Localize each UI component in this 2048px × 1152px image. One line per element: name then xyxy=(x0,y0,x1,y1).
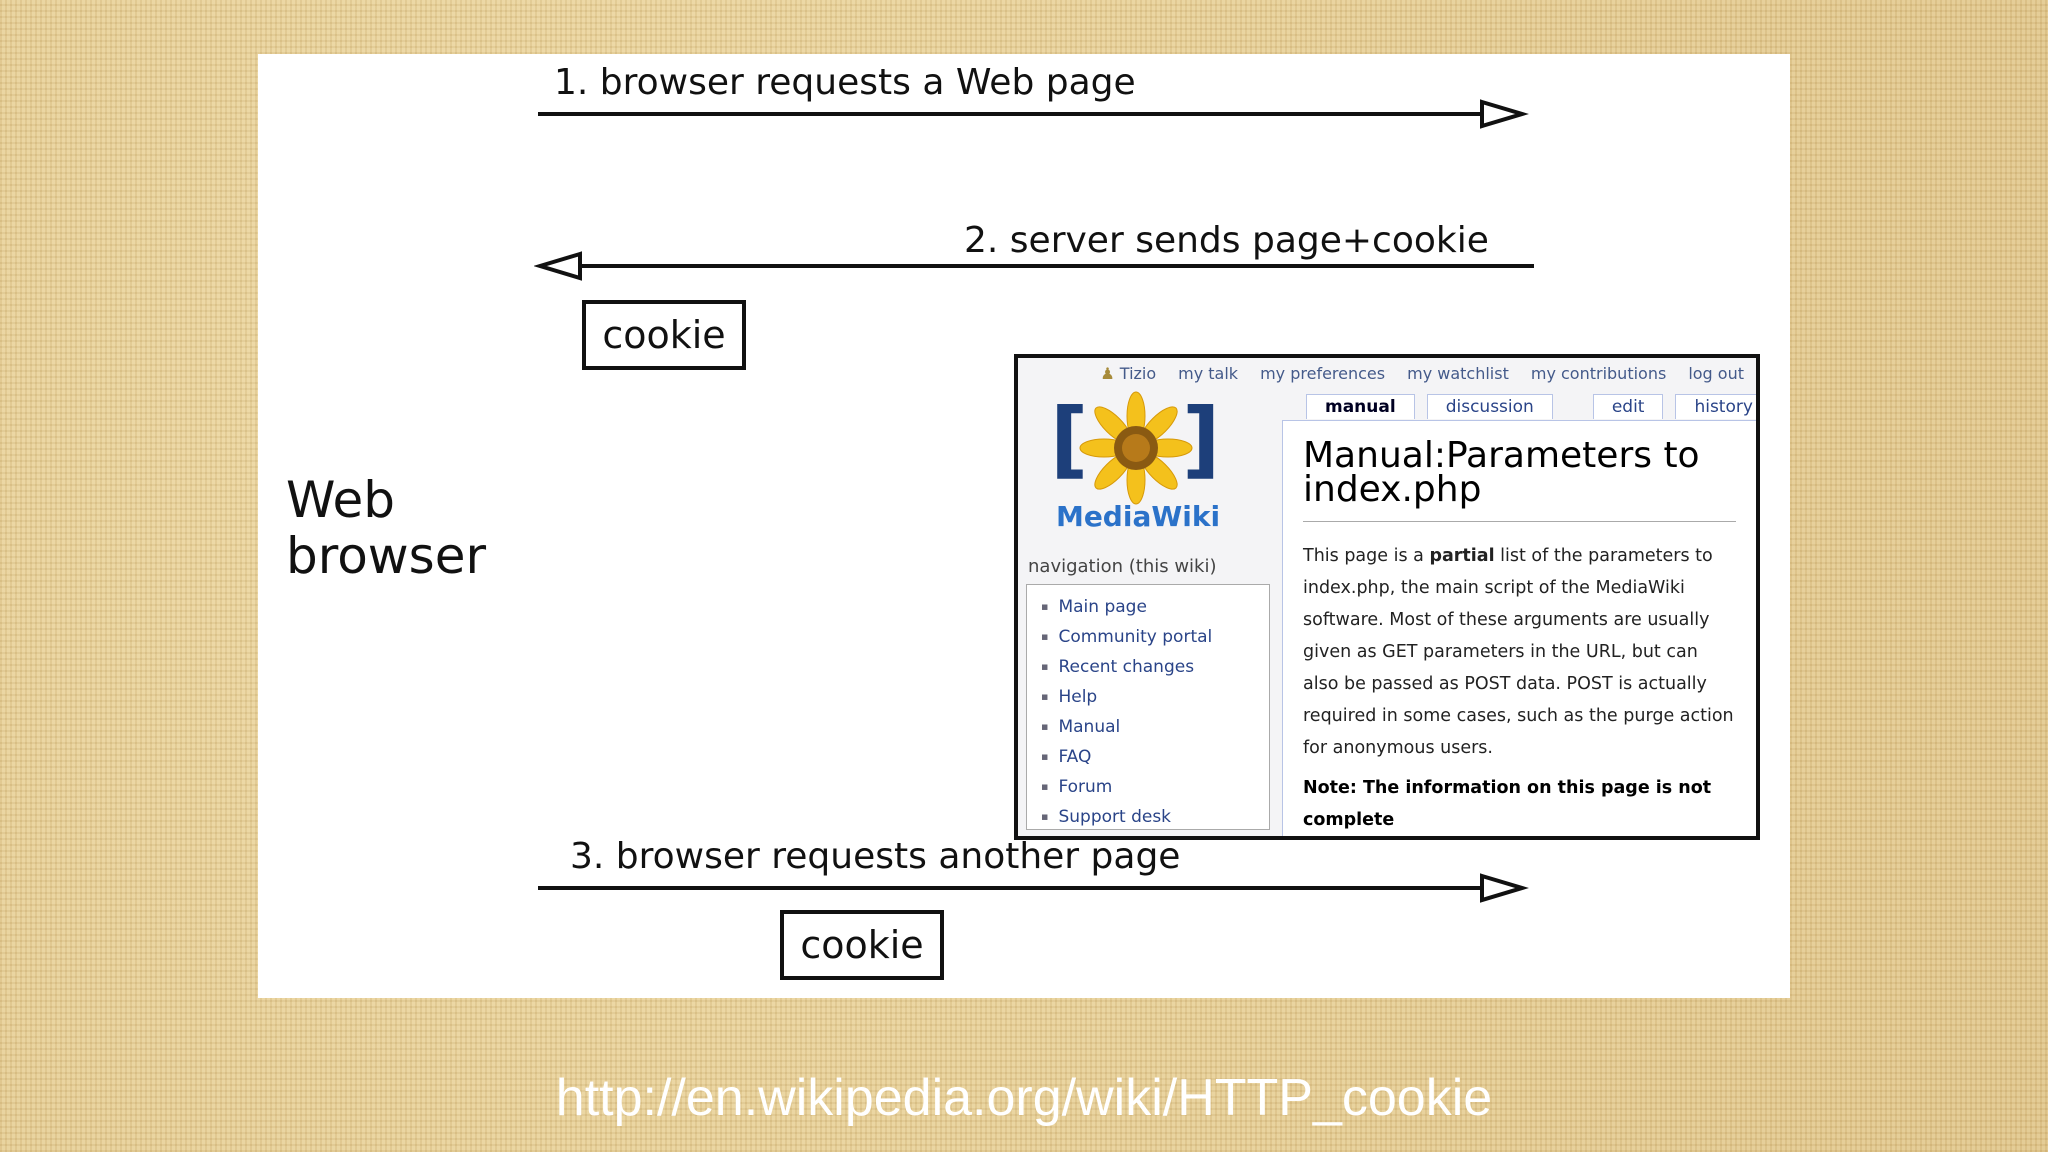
response-arrow-2 xyxy=(534,251,1534,281)
wiki-tabs: manual discussion edit history xyxy=(1306,394,1756,419)
wiki-nav-list: Main page Community portal Recent change… xyxy=(1026,584,1270,830)
mediawiki-page-screenshot: ♟ Tizio my talk my preferences my watchl… xyxy=(1014,354,1760,840)
web-browser-label: Web browser xyxy=(286,472,486,584)
cookie-box-request: cookie xyxy=(780,910,944,980)
wiki-logout-link: log out xyxy=(1688,364,1744,383)
source-url: http://en.wikipedia.org/wiki/HTTP_cookie xyxy=(555,1069,1493,1127)
web-browser-line1: Web xyxy=(286,471,396,529)
wiki-nav-item-forum: Forum xyxy=(1041,773,1269,803)
wiki-personal-links: ♟ Tizio my talk my preferences my watchl… xyxy=(1100,364,1744,383)
wiki-preferences-link: my preferences xyxy=(1260,364,1386,383)
wiki-content: Manual:Parameters to index.php This page… xyxy=(1282,420,1756,836)
wiki-nav-item-support-desk: Support desk xyxy=(1041,803,1269,833)
cookie-box-response: cookie xyxy=(582,300,746,370)
wiki-nav-item-main-page: Main page xyxy=(1041,593,1269,623)
wiki-note: Note: The information on this page is no… xyxy=(1303,778,1712,830)
wiki-nav-item-community-portal: Community portal xyxy=(1041,623,1269,653)
mediawiki-logo: [ ] MediaWiki xyxy=(1050,390,1220,533)
step1-label: 1. browser requests a Web page xyxy=(554,62,1136,103)
wiki-body-text: This page is a partial list of the param… xyxy=(1303,546,1734,758)
wiki-talk-link: my talk xyxy=(1178,364,1239,383)
sunflower-icon xyxy=(1079,391,1193,505)
wiki-page-title: Manual:Parameters to index.php xyxy=(1303,438,1736,522)
wiki-nav-heading: navigation (this wiki) xyxy=(1028,556,1217,577)
wiki-tab-discussion: discussion xyxy=(1426,394,1553,419)
wiki-user-link: ♟ Tizio xyxy=(1100,364,1157,383)
wiki-tab-manual: manual xyxy=(1306,394,1415,419)
diagram-slide: 1. browser requests a Web page 2. server… xyxy=(258,54,1790,998)
request-arrow-3 xyxy=(538,873,1529,903)
mediawiki-logo-text: MediaWiki xyxy=(1056,500,1220,533)
wiki-watchlist-link: my watchlist xyxy=(1407,364,1509,383)
wiki-nav-item-recent-changes: Recent changes xyxy=(1041,653,1269,683)
step3-label: 3. browser requests another page xyxy=(570,836,1181,877)
web-browser-line2: browser xyxy=(286,527,487,585)
wiki-nav-item-help: Help xyxy=(1041,683,1269,713)
wiki-nav-item-faq: FAQ xyxy=(1041,743,1269,773)
svg-text:[: [ xyxy=(1050,390,1088,488)
wiki-contributions-link: my contributions xyxy=(1530,364,1667,383)
wiki-nav-item-manual: Manual xyxy=(1041,713,1269,743)
step2-label: 2. server sends page+cookie xyxy=(964,220,1489,261)
wiki-tab-history: history xyxy=(1675,394,1756,419)
user-icon: ♟ xyxy=(1100,364,1120,383)
request-arrow-1-line xyxy=(538,99,1529,129)
wiki-tab-edit: edit xyxy=(1592,394,1664,419)
svg-text:]: ] xyxy=(1182,390,1220,488)
